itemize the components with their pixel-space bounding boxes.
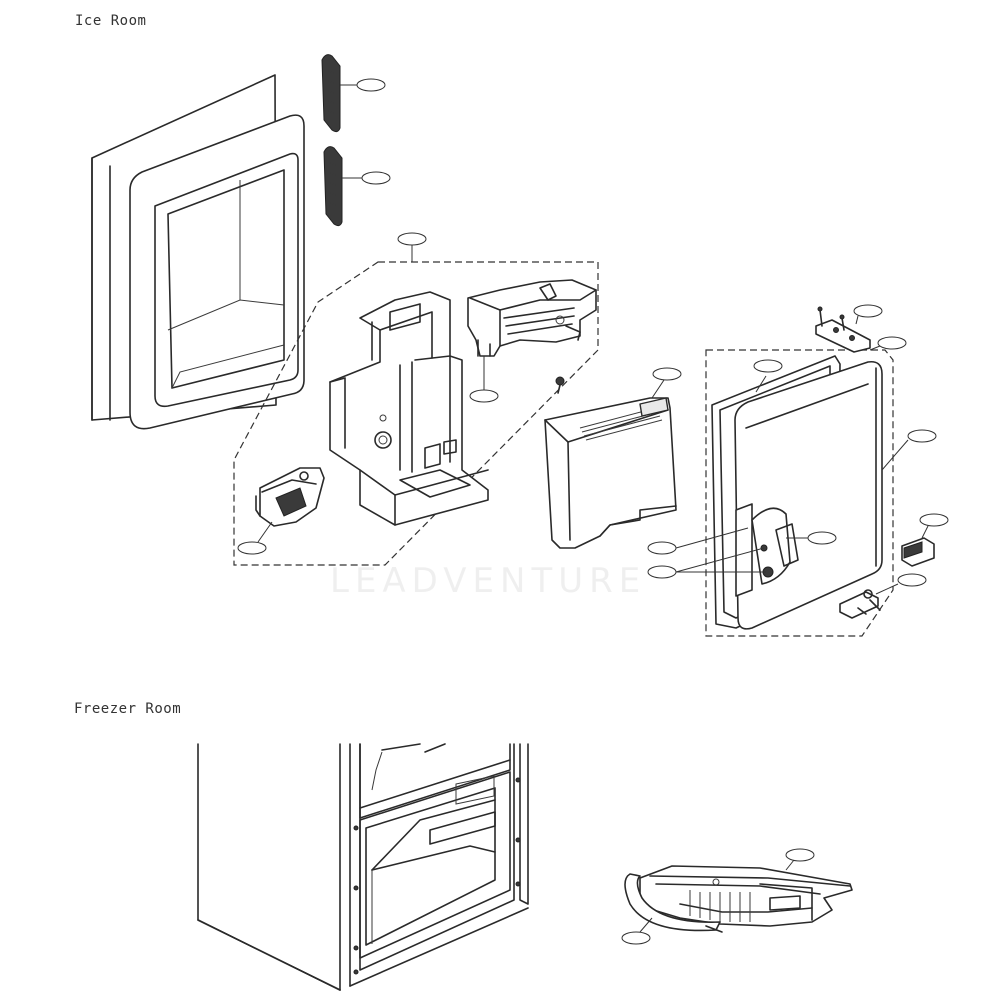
callout-leader-latch-b [786, 531, 837, 545]
watermark-text: LEADVENTURE [330, 561, 646, 601]
callout-leader-ice-maker-unit [469, 356, 499, 403]
screw [555, 376, 565, 394]
callout-leader-latch-screws [647, 547, 766, 579]
freezer-cabinet [197, 743, 529, 991]
door-latch-assembly [735, 503, 799, 597]
callout-leader-switch-assembly [237, 521, 273, 555]
callout-leader-bottom-hinge [875, 573, 927, 595]
section-title-freezer-room: Freezer Room [74, 701, 182, 717]
callout-leader-hinge-pin [869, 336, 907, 351]
ice-room-door-group-outline [705, 349, 894, 637]
callout-leader-vent-bottom [342, 171, 391, 185]
ice-maker-assembly-group-outline [233, 261, 599, 566]
vent-cover-top [321, 54, 341, 133]
section-title-ice-room: Ice Room [75, 13, 147, 29]
callout-leader-tray-handle [621, 917, 653, 945]
ice-room-switch-assembly [255, 467, 325, 527]
side-bracket [901, 537, 935, 567]
callout-leader-ice-bin-cover [651, 367, 682, 399]
callout-leader-side-bracket [919, 513, 949, 539]
callout-leader-freezer-ice-tray [785, 848, 815, 871]
callout-leader-door-panel [881, 429, 937, 471]
callout-leader-vent-top [340, 78, 386, 92]
callout-leader-latch-a [647, 527, 749, 555]
vent-cover-bottom [323, 146, 343, 227]
freezer-ice-tray [624, 865, 853, 933]
callout-leader-ice-maker-assembly [397, 232, 427, 262]
bottom-hinge [839, 589, 881, 619]
ice-room-door-frame [91, 74, 305, 430]
ice-bin-cover [544, 397, 677, 549]
top-hinge [815, 306, 871, 353]
ice-room-door-panel [734, 360, 883, 630]
ice-maker-unit [467, 279, 597, 357]
callout-leader-door-gasket [753, 359, 783, 393]
ice-maker-bracket [329, 291, 489, 526]
callout-leader-top-hinge [853, 304, 883, 325]
